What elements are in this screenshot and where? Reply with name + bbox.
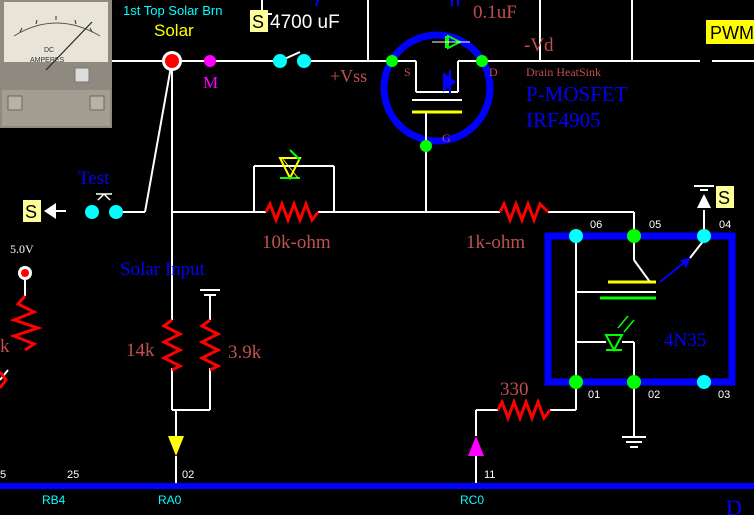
vss-label: +Vss xyxy=(330,66,367,86)
pin03-label: 03 xyxy=(718,389,730,401)
test-label: Test xyxy=(78,168,110,189)
switch-s-label-test: S xyxy=(25,202,37,222)
meter-amperes-label: AMPERES xyxy=(30,57,65,64)
meter-dc-label: DC xyxy=(44,47,54,54)
ammeter-image: DC AMPERES xyxy=(0,0,112,128)
switch-s-label-pin04: S xyxy=(718,188,730,208)
r39k-label: 3.9k xyxy=(228,342,262,363)
five-volt-node[interactable] xyxy=(21,269,29,277)
resistor-14k[interactable] xyxy=(160,318,184,372)
switch-s-badge-top[interactable] xyxy=(250,10,268,32)
r330-label: 330 xyxy=(500,379,529,400)
switch-s-badge-test[interactable] xyxy=(23,200,41,222)
pin-06-node[interactable] xyxy=(569,229,583,243)
rb4-label: RB4 xyxy=(42,493,66,507)
pin-02-node[interactable] xyxy=(627,375,641,389)
ground-symbol-opto xyxy=(622,436,646,448)
resistor-330[interactable] xyxy=(496,397,552,423)
corner-label: D xyxy=(726,495,742,515)
pin02-label: 02 xyxy=(648,389,660,401)
pin-04-node[interactable] xyxy=(697,229,711,243)
five-volt-label: 5.0V xyxy=(10,242,34,256)
ra0-arrow[interactable] xyxy=(168,436,184,456)
wires xyxy=(0,0,754,436)
drain-heatsink-label: Drain HeatSink xyxy=(526,65,601,79)
pin04-label: 04 xyxy=(719,219,731,231)
pmosfet-label: P-MOSFET xyxy=(526,82,628,106)
test-switch[interactable] xyxy=(44,193,123,219)
r10k-label: 10k-ohm xyxy=(262,232,331,253)
r14k-label: 14k xyxy=(126,340,155,361)
resistor-10k[interactable] xyxy=(264,199,320,225)
neg-vd-label: -Vd xyxy=(524,35,554,56)
pwm-label: PWM xyxy=(710,23,754,43)
top-solar-brn-label: 1st Top Solar Brn xyxy=(123,3,222,18)
top-switch[interactable] xyxy=(273,51,311,68)
bus-pin-02-label: 02 xyxy=(182,469,194,481)
r1k-label: 1k-ohm xyxy=(466,232,525,253)
bus-pin-5-label: 5 xyxy=(0,469,6,481)
zener-diode[interactable] xyxy=(278,149,302,181)
pin-03-node[interactable] xyxy=(697,375,711,389)
mosfet-pin-d-label: D xyxy=(489,65,498,79)
resistor-left[interactable] xyxy=(9,295,43,352)
switch-s-label-top: S xyxy=(252,12,264,32)
mosfet-gate-node[interactable] xyxy=(420,140,432,152)
pmosfet-symbol[interactable] xyxy=(380,31,494,146)
pin06-label: 06 xyxy=(590,219,602,231)
cap-0p1uf-label: 0.1uF xyxy=(473,2,517,23)
pin-01-node[interactable] xyxy=(569,375,583,389)
resistor-1k[interactable] xyxy=(498,199,550,225)
bus-pin-11-label: 11 xyxy=(484,469,495,481)
mosfet-pin-s-label: S xyxy=(404,65,411,79)
solar-label: Solar xyxy=(154,21,194,40)
resistor-3k9[interactable] xyxy=(198,318,222,372)
pin04-switch[interactable] xyxy=(694,185,714,208)
switch-s-badge-pin04[interactable] xyxy=(716,186,734,208)
irf4905-label: IRF4905 xyxy=(526,108,601,132)
ground-symbol-divider xyxy=(200,289,220,296)
mosfet-source-node[interactable] xyxy=(386,55,398,67)
mosfet-pin-g-label: G xyxy=(442,131,451,145)
pwm-badge[interactable] xyxy=(706,20,754,44)
ra0-label: RA0 xyxy=(158,493,182,507)
rc0-arrow[interactable] xyxy=(468,436,484,456)
pin-05-node[interactable] xyxy=(627,229,641,243)
pin01-label: 01 xyxy=(588,389,600,401)
mosfet-drain-node[interactable] xyxy=(476,55,488,67)
ic-4n35-label: 4N35 xyxy=(664,330,706,351)
pin05-label: 05 xyxy=(649,219,661,231)
m-node[interactable] xyxy=(204,55,216,67)
bus-pin-25-label: 25 xyxy=(67,469,79,481)
cap-4700-label: 4700 uF xyxy=(270,12,340,33)
solar-node[interactable] xyxy=(165,54,179,68)
m-label: M xyxy=(203,73,218,92)
k-left-label: k xyxy=(0,336,10,357)
solar-input-label: Solar Input xyxy=(120,259,206,280)
rc0-label: RC0 xyxy=(460,493,484,507)
